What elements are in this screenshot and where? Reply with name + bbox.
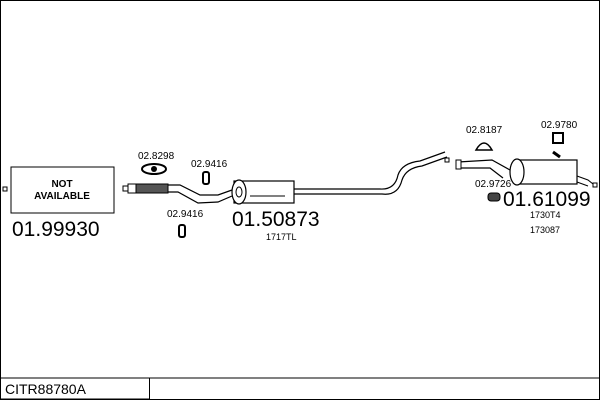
middle-part-ref: 1717TL (266, 232, 297, 242)
front-pipe[interactable] (122, 183, 233, 204)
rear-part-ref2: 173087 (530, 225, 560, 235)
hanger-icon (178, 224, 186, 238)
clamp-front-number[interactable]: 02.8298 (138, 151, 175, 162)
rubber-mount-icon (487, 192, 501, 202)
pipe-connector (444, 157, 450, 163)
clamp-rear-number[interactable]: 02.8187 (466, 125, 503, 136)
not-available-line2: AVAILABLE (34, 191, 90, 202)
clamp-icon (141, 163, 167, 175)
hanger-bottom-number[interactable]: 02.9416 (167, 209, 204, 220)
diagram-code: CITR88780A (5, 381, 87, 397)
not-available-line1: NOT (51, 179, 72, 190)
hanger-icon (202, 171, 210, 185)
hanger-rear-number[interactable]: 02.9780 (541, 120, 578, 131)
middle-silencer[interactable] (231, 179, 295, 205)
front-part-number[interactable]: 01.99930 (12, 218, 100, 241)
code-box (0, 377, 150, 400)
rear-silencer[interactable] (455, 158, 598, 188)
hanger-rod (552, 150, 561, 159)
front-connector (2, 186, 8, 192)
intermediate-pipe[interactable] (294, 151, 448, 195)
rear-part-number[interactable]: 01.61099 (503, 188, 591, 211)
clamp-icon (474, 142, 494, 151)
middle-part-number[interactable]: 01.50873 (232, 208, 320, 231)
rear-part-ref1: 1730T4 (530, 210, 561, 220)
hanger-icon (552, 132, 564, 144)
hanger-top-number[interactable]: 02.9416 (191, 159, 228, 170)
rubber-rear-number[interactable]: 02.9726 (475, 179, 512, 190)
front-part-box[interactable] (10, 166, 115, 214)
